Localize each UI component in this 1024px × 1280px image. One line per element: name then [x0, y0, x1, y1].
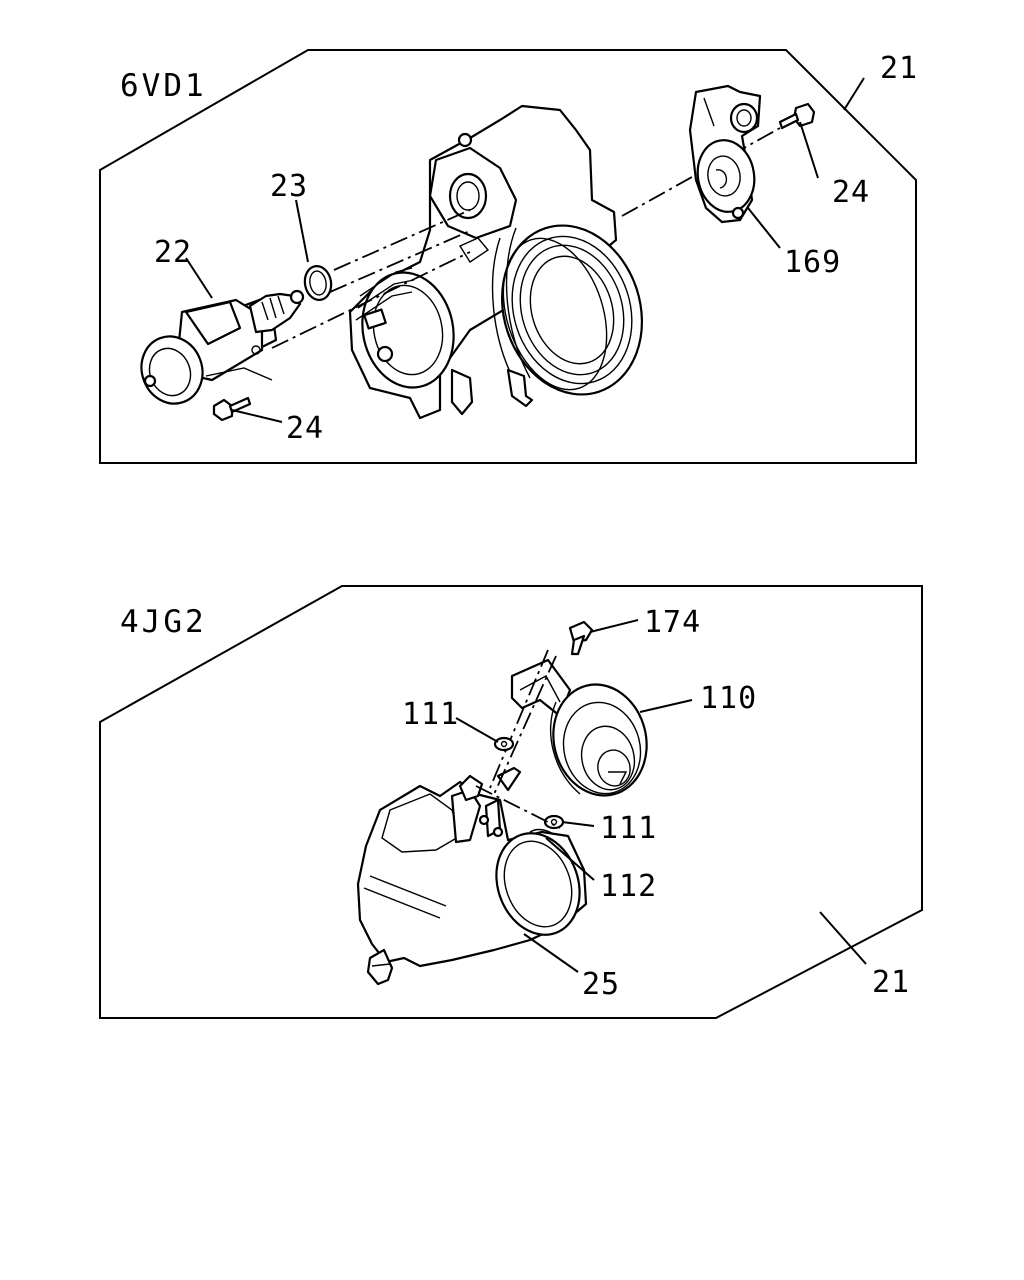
callout-throttle-body: 25 [582, 967, 620, 1002]
panel-title: 4JG2 [120, 604, 207, 640]
callout-bolt-lower: 24 [286, 411, 324, 446]
bolt-drawing [212, 396, 252, 422]
leader-line [799, 121, 819, 179]
washer-drawing [493, 736, 515, 752]
leader-line [589, 619, 639, 633]
callout-actuator: 110 [700, 681, 757, 716]
leader-line [185, 257, 213, 299]
callout-oring: 23 [270, 169, 308, 204]
callout-washer-upper: 111 [402, 697, 459, 732]
panel-title: 6VD1 [120, 68, 207, 104]
leader-line [561, 821, 595, 827]
leader-line [523, 933, 579, 973]
throttle-body-drawing [356, 774, 588, 986]
callout-washer-lower: 111 [600, 811, 657, 846]
leader-line [639, 699, 693, 713]
panel-4jg2: 4JG2 [99, 585, 923, 1019]
callout-bolt-upper: 24 [832, 175, 870, 210]
alignment-line [333, 209, 471, 271]
panel-border [99, 585, 923, 1019]
tps-sensor-drawing [688, 84, 762, 224]
bolt-drawing [778, 102, 816, 130]
callout-clip: 112 [600, 869, 657, 904]
leader-line [747, 207, 781, 249]
callout-assembly: 21 [872, 965, 910, 1000]
alignment-line [329, 229, 473, 293]
callout-screw: 174 [644, 605, 701, 640]
alignment-line [489, 649, 549, 789]
actuator-drawing [496, 658, 648, 797]
alignment-line [475, 785, 561, 829]
callout-iac-valve: 22 [154, 235, 192, 270]
leader-line [843, 77, 865, 111]
alignment-line [271, 251, 471, 349]
callout-assembly: 21 [880, 51, 918, 86]
leader-line [455, 717, 499, 743]
screw-drawing [568, 620, 594, 656]
iac-valve-drawing [140, 289, 305, 405]
leader-line [545, 837, 595, 881]
leader-line [295, 199, 309, 263]
washer-drawing [543, 814, 565, 830]
leader-line [819, 911, 867, 965]
throttle-body-drawing [348, 104, 644, 420]
panel-border [99, 49, 917, 464]
leader-line [231, 409, 283, 423]
panel-6vd1: 6VD1 [99, 49, 918, 464]
callout-tps-sensor: 169 [784, 245, 841, 280]
oring-drawing [303, 265, 333, 301]
